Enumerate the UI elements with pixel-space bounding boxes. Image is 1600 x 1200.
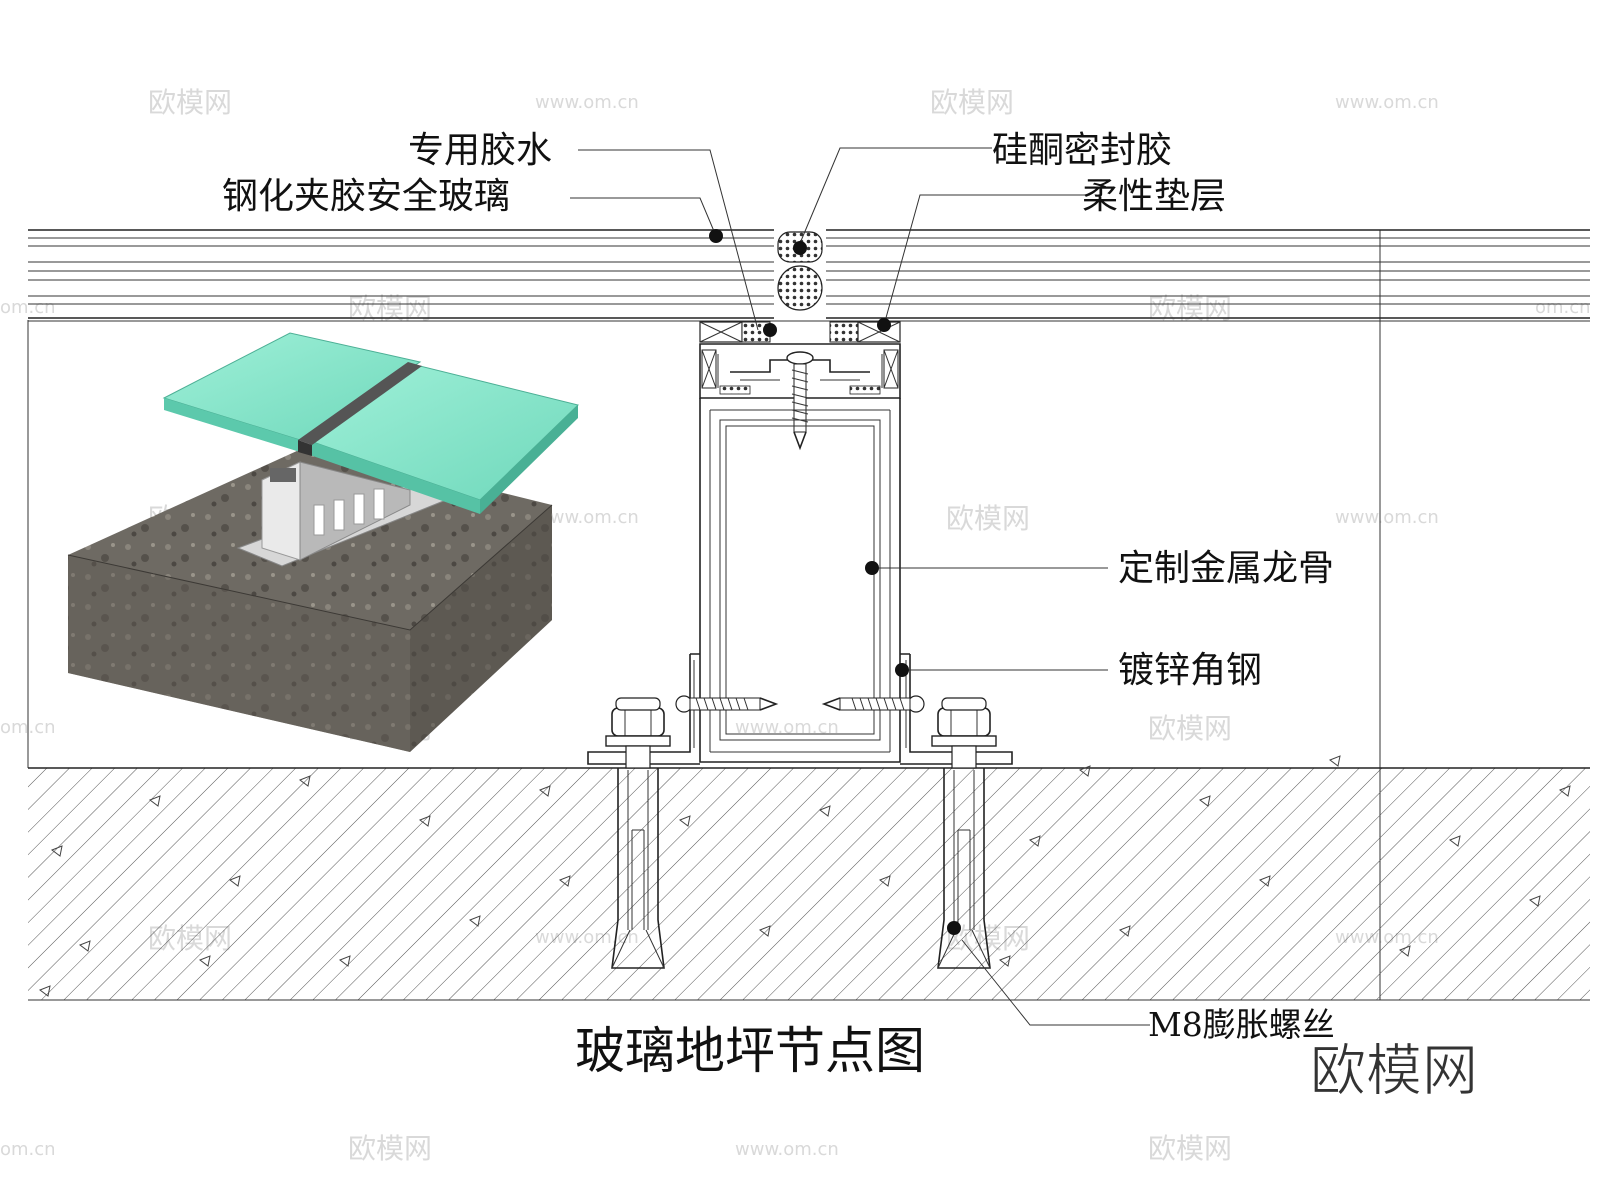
label-angle-steel: 镀锌角钢	[1118, 650, 1262, 691]
watermark-site: www.om.cn	[535, 507, 639, 528]
watermark-brand: 欧模网	[348, 292, 432, 325]
drawing-title: 玻璃地坪节点图	[575, 1022, 925, 1080]
expansion-bolt-right	[931, 697, 997, 969]
watermark-site: www.om.cn	[1335, 92, 1439, 113]
label-laminated-glass: 钢化夹胶安全玻璃	[222, 176, 510, 217]
leader-lines	[570, 147, 1150, 1026]
watermark-brand: 欧模网	[148, 86, 232, 119]
label-special-glue: 专用胶水	[408, 130, 552, 171]
watermark-brand: 欧模网	[1148, 712, 1232, 745]
watermark-edge: om.cn	[1535, 297, 1591, 318]
watermark-site: www.om.cn	[1335, 507, 1439, 528]
brand-logo: 欧模网	[1310, 1039, 1478, 1104]
label-silicone-sealant: 硅酮密封胶	[992, 130, 1172, 171]
watermark-brand: 欧模网	[1148, 1132, 1232, 1165]
expansion-bolt-left	[605, 697, 671, 969]
watermark-brand: 欧模网	[946, 502, 1030, 535]
watermark-edge: om.cn	[0, 1139, 56, 1160]
metal-keel	[587, 321, 1013, 765]
isometric-illustration	[67, 332, 579, 752]
watermark-brand: 欧模网	[348, 1132, 432, 1165]
concrete-slab	[28, 755, 1590, 1001]
label-expansion-bolt: M8膨胀螺丝	[1148, 1005, 1335, 1044]
label-flexible-pad: 柔性垫层	[1082, 176, 1226, 217]
watermark-brand: 欧模网	[1148, 292, 1232, 325]
watermark-edge: om.cn	[0, 297, 56, 318]
watermark-site: www.om.cn	[735, 717, 839, 738]
leader-dots	[709, 229, 961, 935]
watermark-site: www.om.cn	[735, 1139, 839, 1160]
label-metal-keel: 定制金属龙骨	[1118, 548, 1334, 589]
watermark-site: www.om.cn	[535, 92, 639, 113]
watermark-brand: 欧模网	[930, 86, 1014, 119]
